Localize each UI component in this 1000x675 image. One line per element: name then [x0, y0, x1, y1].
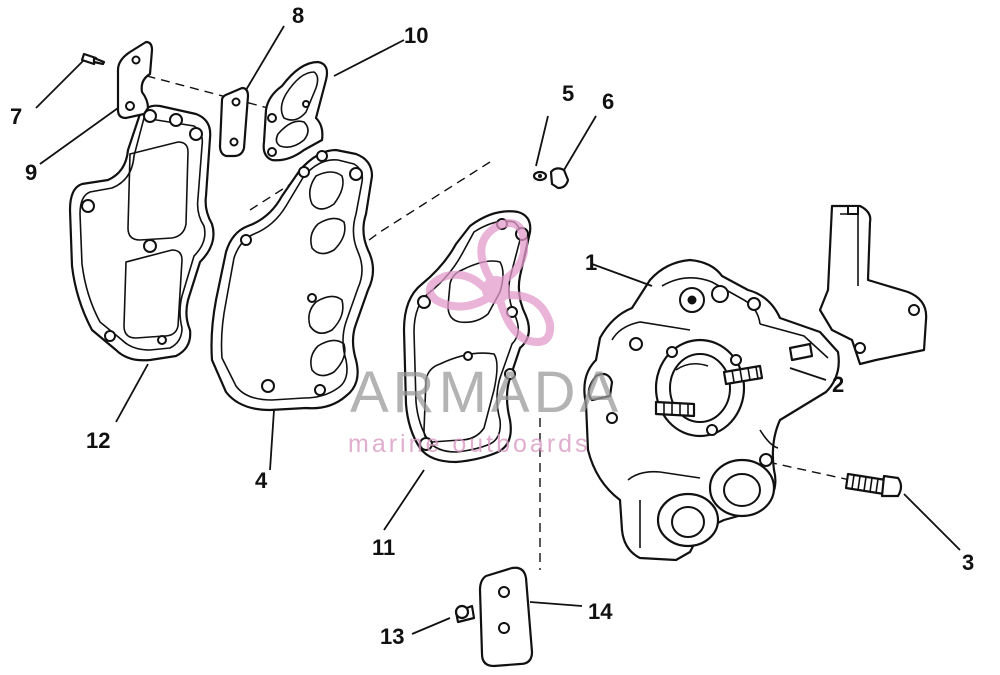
watermark: ARMADA marine outboards — [348, 219, 622, 458]
callout-7: 7 — [10, 104, 22, 129]
leader-lines — [35, 25, 961, 635]
plate-8 — [218, 86, 250, 158]
screw-7 — [80, 52, 106, 66]
callout-10: 10 — [404, 23, 428, 48]
watermark-brand: ARMADA — [350, 360, 622, 425]
screw-13 — [454, 604, 476, 624]
callout-5: 5 — [562, 81, 574, 106]
callout-11: 11 — [372, 535, 395, 560]
callout-3: 3 — [962, 550, 974, 575]
propeller-logo-icon — [425, 219, 555, 346]
gasket-10 — [262, 60, 329, 162]
bracket-9 — [116, 40, 154, 120]
plate-4 — [210, 148, 375, 412]
callout-14: 14 — [588, 599, 613, 624]
callout-13: 13 — [380, 624, 404, 649]
callout-2: 2 — [832, 372, 844, 397]
bracket-14 — [478, 566, 534, 668]
housing-1 — [583, 204, 928, 562]
callout-12: 12 — [86, 428, 110, 453]
callout-9: 9 — [25, 160, 37, 185]
washer-5 — [532, 170, 548, 182]
watermark-tagline: marine outboards — [348, 430, 591, 458]
callout-6: 6 — [602, 89, 614, 114]
callout-4: 4 — [255, 468, 268, 493]
bolt-3 — [844, 472, 903, 498]
callout-8: 8 — [292, 3, 304, 28]
nut-6 — [549, 167, 570, 190]
gasket-12 — [68, 104, 215, 362]
callout-labels: 1 2 3 4 5 6 7 8 9 10 11 12 13 14 — [10, 3, 974, 649]
callout-1: 1 — [585, 250, 597, 275]
